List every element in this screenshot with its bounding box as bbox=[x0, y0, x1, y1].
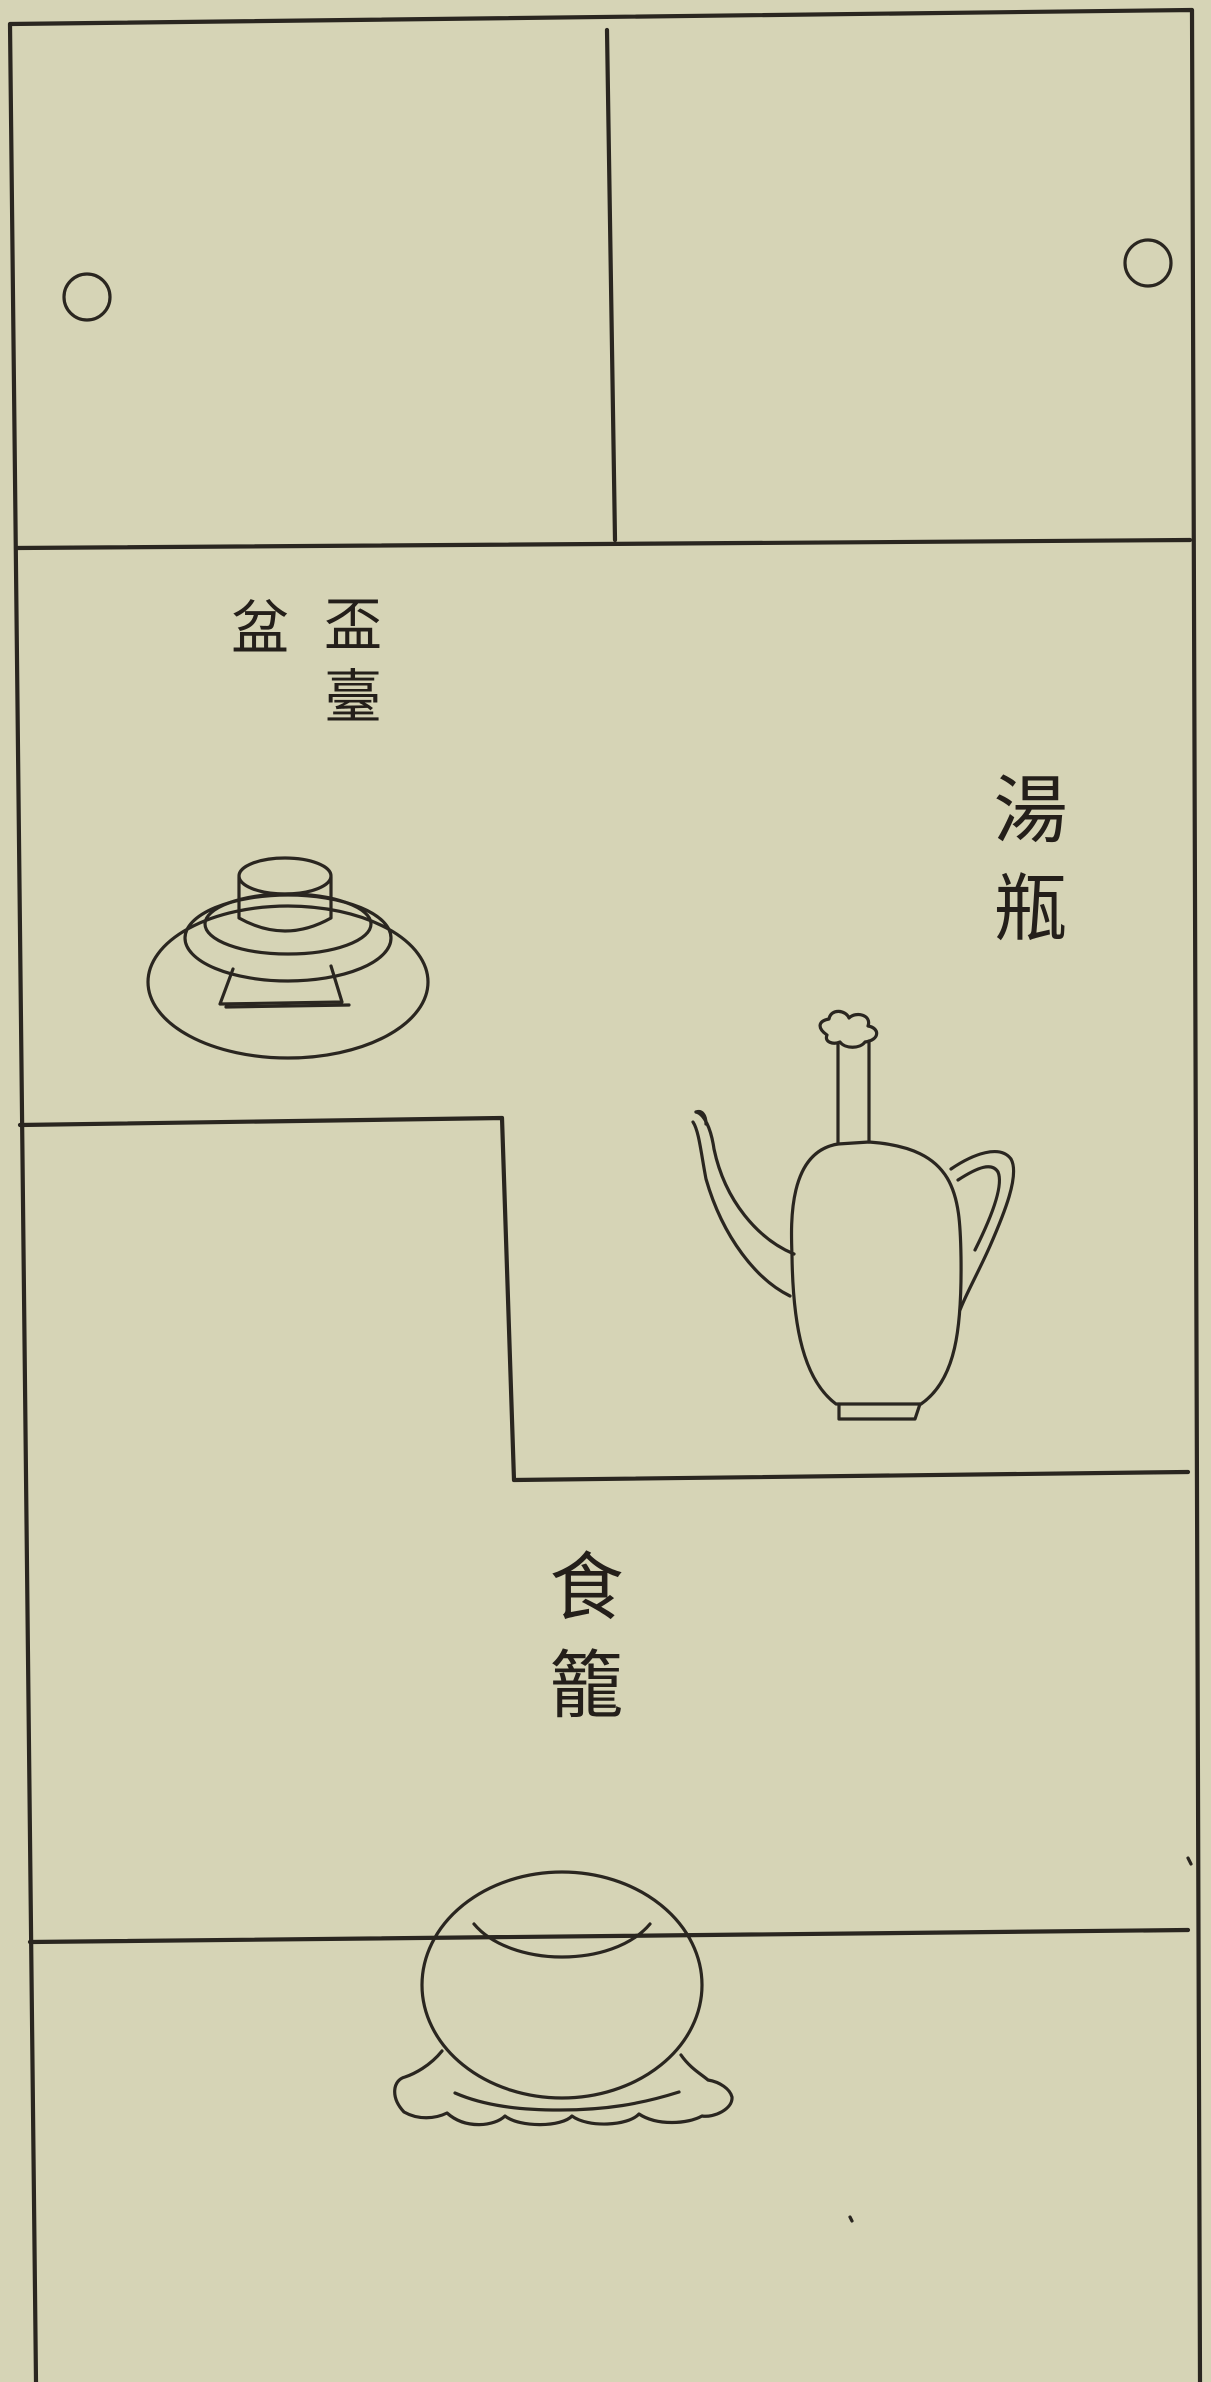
outer-frame bbox=[7, 7, 1203, 2382]
bottom-divider bbox=[27, 1927, 1191, 1945]
middle-top-divider bbox=[13, 537, 1193, 551]
middle-left-step bbox=[17, 1115, 1191, 1483]
top-right-circle bbox=[1123, 238, 1173, 288]
cup-stand-drawing bbox=[146, 856, 430, 1060]
top-left-circle bbox=[62, 272, 112, 322]
top-divider bbox=[604, 27, 618, 543]
cup-stand-label-side: 盆 bbox=[221, 597, 289, 669]
ewer-label: 湯瓶 bbox=[981, 771, 1067, 967]
panel-lines bbox=[7, 7, 1203, 2382]
ewer-drawing bbox=[691, 1009, 1016, 1421]
ink-specks bbox=[848, 1856, 1193, 2223]
food-container-label: 食籠 bbox=[537, 1548, 623, 1744]
food-container-drawing bbox=[393, 1870, 734, 2127]
cup-stand-label-main: 盃臺 bbox=[314, 594, 382, 738]
